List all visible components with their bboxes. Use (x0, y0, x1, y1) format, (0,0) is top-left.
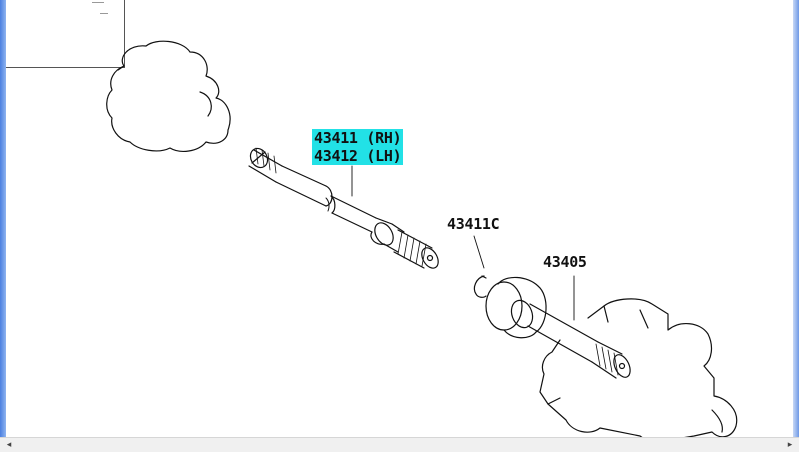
housing-outline-lower (539, 298, 738, 443)
window-left-edge (0, 0, 6, 438)
inset-box (6, 0, 125, 68)
horizontal-scrollbar[interactable]: ◂ ▸ (0, 437, 799, 452)
part-label-43411[interactable]: 43411 (RH) (312, 129, 404, 147)
part-label-43412[interactable]: 43412 (LH) (312, 147, 404, 165)
housing-outline-upper (106, 40, 231, 152)
chevron-left-icon[interactable]: ◂ (6, 440, 12, 450)
window-right-edge (793, 0, 799, 438)
part-label-43411c[interactable]: 43411C (447, 215, 500, 233)
part-label-43405[interactable]: 43405 (543, 253, 587, 271)
snap-ring (473, 235, 487, 298)
drive-shaft-joint (485, 275, 631, 379)
chevron-right-icon[interactable]: ▸ (787, 440, 793, 450)
intermediate-shaft (248, 147, 439, 269)
